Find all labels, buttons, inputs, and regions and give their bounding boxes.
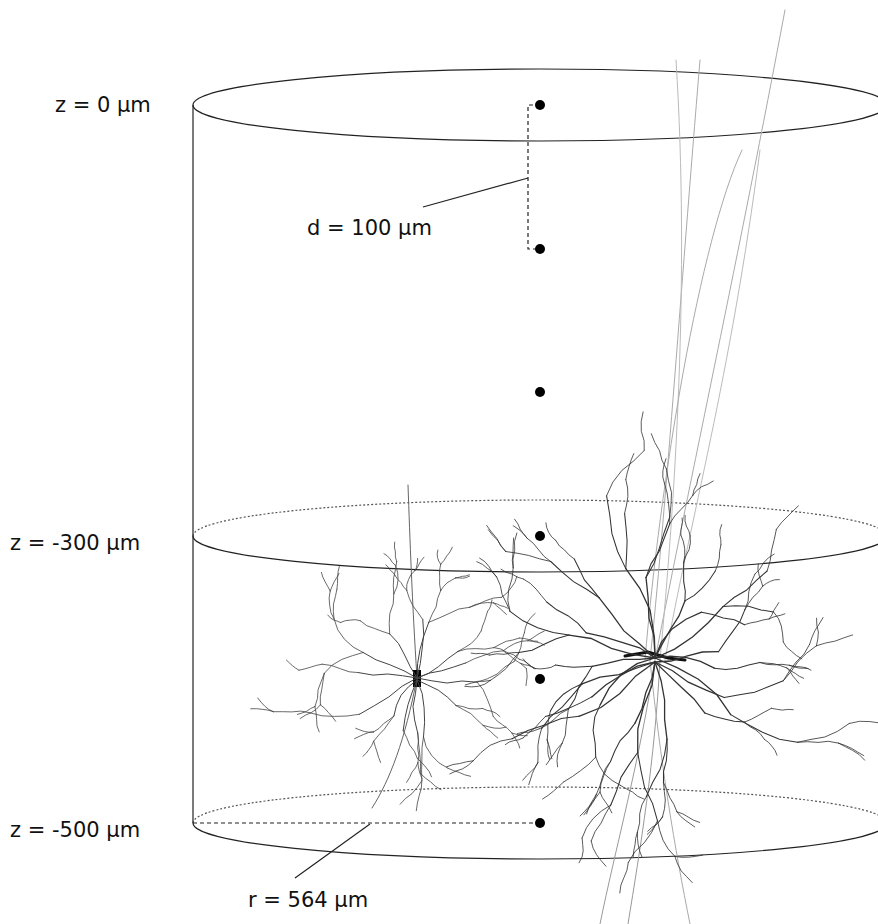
- depth-label: z = -500 µm: [8, 819, 142, 842]
- depth-label: z = 0 µm: [53, 94, 153, 117]
- mid-front-arc: [193, 536, 878, 572]
- top-ellipse: [193, 69, 878, 141]
- depth-label: z = -300 µm: [8, 532, 142, 555]
- bottom-front-arc: [193, 823, 878, 859]
- distance-bracket: [528, 105, 540, 249]
- cylinder-side: [192, 105, 193, 823]
- dimension-label: d = 100 µm: [305, 217, 434, 240]
- radius-leader: [295, 824, 370, 878]
- mid-back-arc: [193, 500, 878, 536]
- radius-line: [193, 822, 540, 823]
- neuron-morphologies: [251, 10, 878, 924]
- distance-leader: [423, 178, 528, 207]
- bottom-back-arc: [193, 787, 878, 823]
- dimension-label: r = 564 µm: [246, 889, 370, 912]
